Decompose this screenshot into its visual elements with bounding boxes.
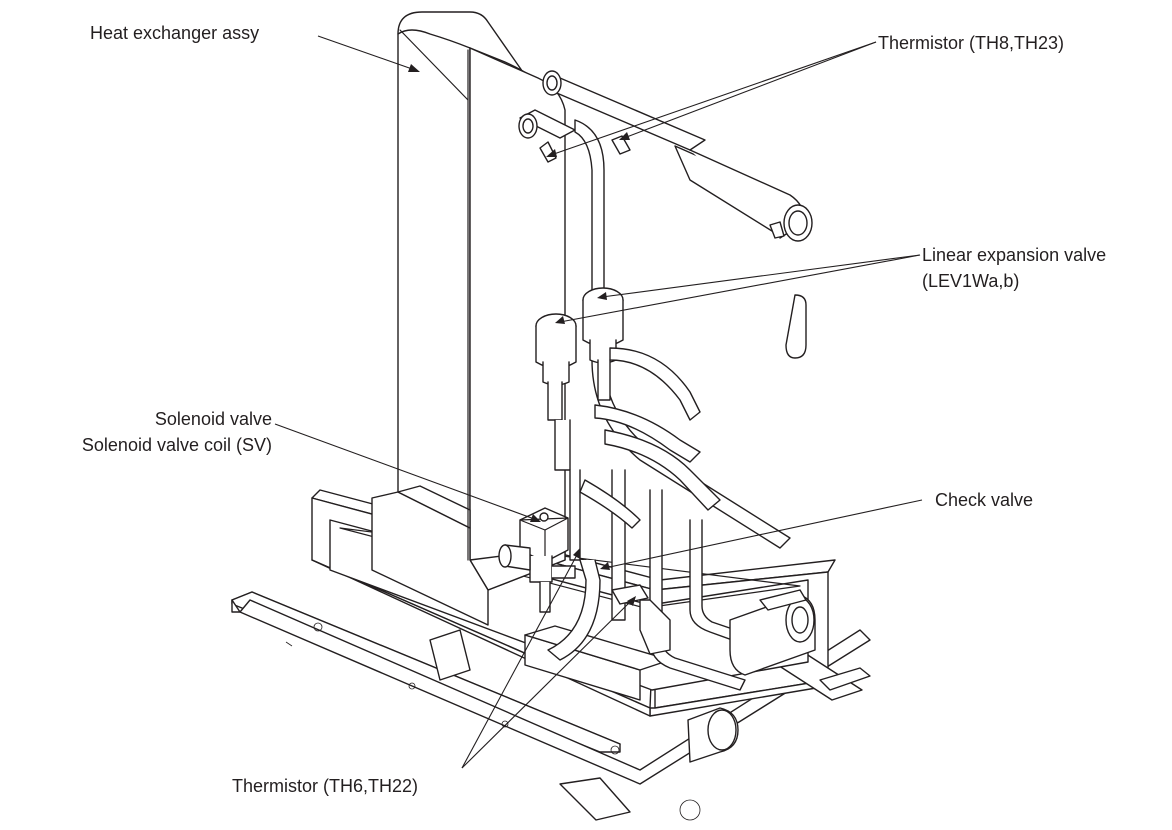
leader-lev-b [559, 254, 921, 323]
leader-lines [274, 35, 923, 769]
leader-check-valve [604, 499, 923, 569]
leader-lev-a [601, 254, 921, 298]
label-heat-exchanger-assy: Heat exchanger assy [90, 23, 260, 43]
lower-components [611, 294, 816, 763]
label-solenoid-valve-coil: Solenoid valve coil (SV) [81, 435, 272, 455]
label-lev-line1: Linear expansion valve [922, 245, 1107, 265]
label-thermistor-th8-th23: Thermistor (TH8,TH23) [878, 33, 1065, 53]
label-thermistor-th6-th22: Thermistor (TH6,TH22) [232, 776, 419, 796]
leader-th22 [461, 599, 633, 769]
leader-th8 [550, 41, 877, 156]
label-lev-line2: (LEV1Wa,b) [922, 271, 1020, 291]
middle-piping [547, 347, 766, 691]
solenoid-valve [498, 507, 576, 613]
label-solenoid-valve: Solenoid valve [154, 409, 272, 429]
lev-valves [535, 287, 624, 421]
leader-th23 [623, 41, 877, 139]
leader-heat-exchanger [317, 35, 416, 71]
label-check-valve: Check valve [935, 490, 1034, 510]
leader-th6 [461, 552, 579, 769]
leader-solenoid [274, 423, 538, 521]
